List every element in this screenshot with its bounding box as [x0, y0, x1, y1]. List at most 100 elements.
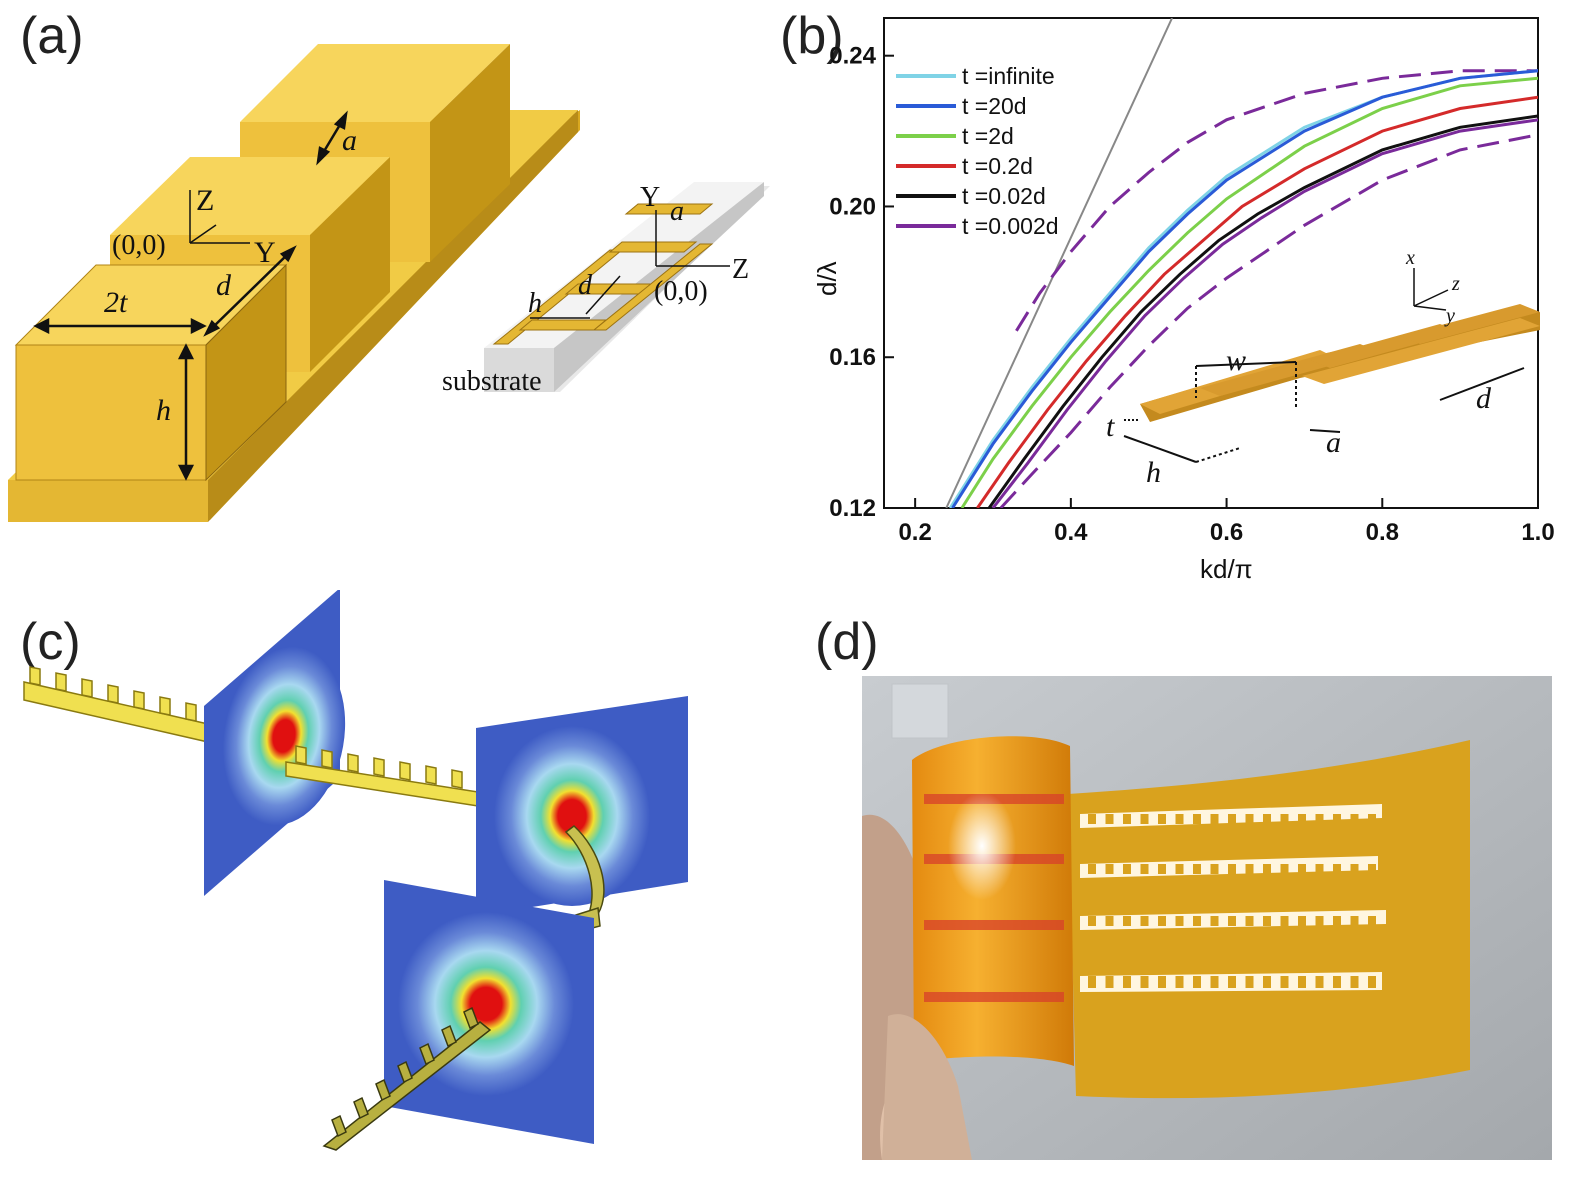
sheet-tooth — [1210, 864, 1219, 874]
sheet-tooth — [1245, 916, 1254, 926]
panel-d-photo — [862, 676, 1552, 1160]
sheet-tooth — [1193, 864, 1201, 874]
a-inset-origin: (0,0) — [654, 276, 708, 307]
series-line — [991, 118, 1538, 508]
sheet-tooth — [1123, 976, 1131, 988]
sheet-tooth — [1175, 864, 1184, 874]
sheet-tooth — [1245, 814, 1254, 824]
sheet-tooth — [1158, 864, 1166, 874]
sheet-tooth — [1298, 976, 1306, 988]
series-line — [948, 69, 1538, 508]
legend-label: t =infinite — [962, 63, 1055, 89]
sheet-tooth — [1315, 864, 1324, 874]
sheet-tooth — [1140, 976, 1149, 988]
sheet-tooth — [1333, 864, 1341, 874]
x-tick-label: 0.4 — [1054, 519, 1088, 546]
sheet-tooth — [1175, 916, 1184, 926]
b-inset-y: y — [1444, 305, 1455, 327]
sheet-tooth — [1350, 814, 1359, 824]
sheet-tooth — [1193, 814, 1201, 824]
sheet-tooth — [1210, 976, 1219, 988]
sheet-tooth — [1140, 916, 1149, 926]
sheet-tooth — [1228, 916, 1236, 926]
a-inset-Z: Z — [732, 254, 749, 285]
b-inset-structure: w t h a d x z y — [1106, 247, 1540, 489]
sheet-tooth — [1105, 814, 1114, 824]
panel-a-figure: a Z Y (0,0) 2t d h Y a d h Z (0,0) subst… — [8, 44, 770, 522]
a-inset-d: d — [578, 270, 593, 301]
sheet-tooth — [1088, 814, 1096, 824]
sheet-tooth — [1175, 976, 1184, 988]
sheet-tooth — [1140, 864, 1149, 874]
a-label-Y: Y — [254, 236, 276, 269]
b-inset-z: z — [1451, 273, 1460, 295]
sheet-tooth — [1123, 814, 1131, 824]
x-tick-label: 1.0 — [1521, 519, 1554, 546]
b-inset-x: x — [1405, 247, 1415, 269]
sheet-tooth — [1350, 864, 1359, 874]
dashed-series-line — [1015, 69, 1538, 332]
sheet-tooth — [1368, 976, 1376, 988]
y-tick-label: 0.16 — [829, 344, 876, 371]
sheet-tooth — [1158, 976, 1166, 988]
panel-label-c: (c) — [20, 613, 81, 671]
series-line — [960, 76, 1538, 508]
sheet-tooth — [1333, 814, 1341, 824]
sheet-tooth — [1263, 976, 1271, 988]
a-inset-a: a — [670, 196, 684, 227]
sheet-tooth — [1315, 976, 1324, 988]
sheet-tooth — [1158, 916, 1166, 926]
sheet-tooth — [1333, 976, 1341, 988]
series-line — [987, 114, 1538, 508]
sheet-tooth — [1315, 916, 1324, 926]
sheet-tooth — [1263, 916, 1271, 926]
legend-label: t =0.2d — [962, 153, 1033, 179]
a-inset-h: h — [528, 288, 542, 319]
y-tick-label: 0.24 — [829, 43, 876, 70]
a-inset-substrate: substrate — [442, 366, 542, 397]
x-tick-label: 0.8 — [1366, 519, 1399, 546]
sheet-tooth — [1088, 976, 1096, 988]
sheet-tooth — [1280, 916, 1289, 926]
light-line — [945, 18, 1173, 508]
sheet-tooth — [1193, 916, 1201, 926]
a-label-origin: (0,0) — [112, 230, 166, 261]
sheet-tooth — [1263, 864, 1271, 874]
sheet-tooth — [1245, 864, 1254, 874]
b-inset-h: h — [1146, 456, 1161, 489]
a-label-a: a — [342, 124, 357, 157]
sheet-tooth — [1228, 814, 1236, 824]
series-line — [951, 69, 1538, 508]
sheet-tooth — [1123, 916, 1131, 926]
y-tick-label: 0.12 — [829, 495, 876, 522]
x-axis-label: kd/π — [1200, 554, 1253, 584]
sheet-tooth — [1350, 916, 1359, 926]
sheet-tooth — [1280, 814, 1289, 824]
a-label-Z: Z — [196, 184, 214, 217]
sheet-tooth — [1298, 864, 1306, 874]
panel-label-d: (d) — [815, 613, 879, 671]
legend-label: t =20d — [962, 93, 1027, 119]
a-label-2t: 2t — [104, 286, 128, 319]
b-inset-a: a — [1326, 426, 1341, 459]
b-inset-d: d — [1476, 382, 1492, 415]
legend-label: t =0.02d — [962, 183, 1046, 209]
sheet-tooth — [1105, 916, 1114, 926]
a-label-h: h — [156, 394, 171, 427]
series-line — [976, 95, 1538, 508]
sheet-tooth — [1333, 916, 1341, 926]
sheet-tooth — [1105, 864, 1114, 874]
panel-label-a: (a) — [20, 7, 84, 65]
sheet-tooth — [1123, 864, 1131, 874]
a-label-d: d — [216, 269, 232, 302]
sheet-tooth — [1368, 916, 1376, 926]
y-axis-label: d/λ — [812, 261, 842, 296]
sheet-tooth — [1280, 976, 1289, 988]
sheet-tooth — [1193, 976, 1201, 988]
y-tick-label: 0.20 — [829, 193, 876, 220]
panel-c-figure — [23, 590, 688, 1151]
sheet-tooth — [1088, 864, 1096, 874]
sheet-tooth — [1105, 976, 1114, 988]
sheet-tooth — [1280, 864, 1289, 874]
